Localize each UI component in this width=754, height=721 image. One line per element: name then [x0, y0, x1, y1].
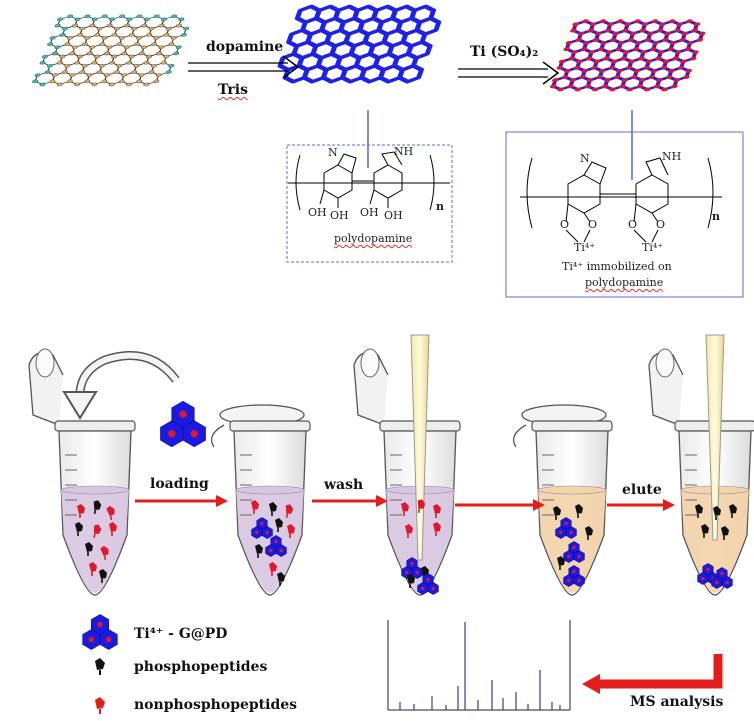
dopamine-label: dopamine	[206, 39, 284, 55]
polydopamine-structure-box	[286, 144, 453, 263]
add-material-arrow	[62, 351, 180, 420]
polydopamine-sheet	[277, 4, 442, 84]
n-atom: N	[328, 146, 338, 159]
arrow-loading	[135, 495, 228, 507]
arrow-ti-so4	[458, 61, 560, 85]
immobilized-line2: polydopamine	[585, 276, 664, 289]
arrow-dopamine	[188, 55, 300, 79]
oh-4: OH	[384, 209, 403, 222]
ms-spectrum	[387, 620, 571, 711]
polydopamine-label: polydopamine	[334, 232, 413, 245]
polymer-n: n	[436, 200, 444, 213]
legend-phospho-icon	[95, 658, 105, 675]
o-3: O	[628, 218, 638, 231]
ti-ion-1: Ti⁴⁺	[574, 241, 596, 254]
tube-wash	[353, 334, 461, 596]
ti-structure-box	[505, 131, 744, 298]
o-2: O	[588, 218, 598, 231]
tube-sample	[28, 348, 136, 596]
wash-label: wash	[324, 477, 364, 493]
oh-3: OH	[360, 206, 379, 219]
arrow-wash	[312, 495, 388, 507]
ti-ion-2: Ti⁴⁺	[642, 241, 664, 254]
o-4: O	[656, 218, 666, 231]
oh-1: OH	[308, 206, 327, 219]
o-1: O	[560, 218, 570, 231]
legend-material-label: Ti⁴⁺ - G@PD	[134, 626, 228, 642]
polymer-n-ti: n	[712, 210, 720, 223]
tube-transfer	[512, 404, 613, 596]
tube-loaded	[210, 404, 311, 596]
legend-nonphospho-icon	[95, 697, 105, 714]
graphene-sheet	[32, 14, 190, 87]
nh-group: NH	[394, 145, 414, 158]
ti-so4-label: Ti (SO₄)₂	[470, 44, 539, 60]
tube-elute	[648, 334, 754, 596]
legend-nonphospho-label: nonphosphopeptides	[134, 697, 298, 713]
ms-analysis-arrow	[582, 654, 723, 694]
arrow-transfer	[455, 499, 545, 511]
arrow-elute	[607, 499, 675, 511]
ms-analysis-label: MS analysis	[630, 694, 724, 710]
immobilized-line1: Ti⁴⁺ immobilized on	[562, 260, 672, 273]
legend-phospho-label: phosphopeptides	[134, 659, 268, 675]
tris-label: Tris	[218, 82, 248, 98]
loading-label: loading	[150, 476, 209, 492]
nh-group-ti: NH	[662, 150, 682, 163]
legend-material-icon	[82, 614, 118, 650]
elute-label: elute	[622, 482, 662, 498]
ti-g-pd-cluster	[160, 400, 206, 448]
ti-polydopamine-sheet	[549, 19, 706, 92]
oh-2: OH	[330, 209, 349, 222]
n-atom-ti: N	[580, 152, 590, 165]
